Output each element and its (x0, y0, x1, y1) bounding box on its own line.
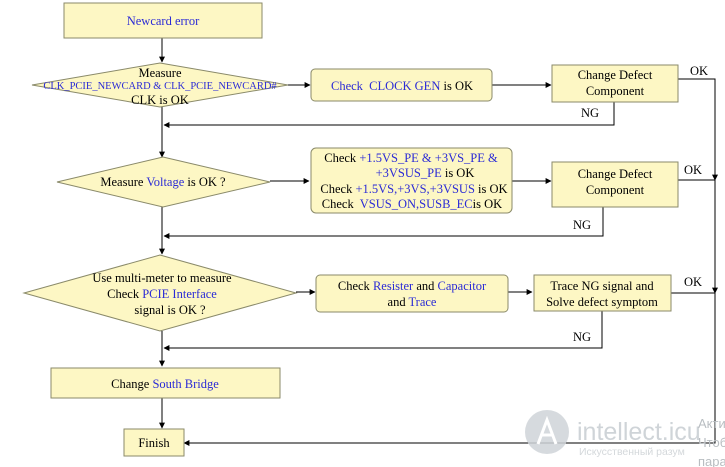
process-voltage-line1: Check +1.5VS_PE & +3VS_PE & (324, 151, 498, 165)
decision-voltage-node (56, 156, 271, 208)
watermark-logo (525, 410, 569, 454)
start-label: Newcard error (127, 14, 200, 28)
text-run: Check (338, 279, 373, 293)
text-run: is OK (473, 197, 503, 211)
text-run: +1.5VS_PE & +3VS_PE & (359, 151, 498, 165)
trace-ng-line2: Solve defect symptom (546, 295, 658, 309)
edge-c2-ok (678, 179, 718, 294)
process-resister-node (315, 274, 509, 313)
text-run: Component (586, 183, 645, 197)
finish-node (123, 428, 185, 457)
decision-pcie-line3: signal is OK ? (134, 303, 206, 317)
trace-ng-line1: Trace NG signal and (550, 279, 654, 293)
text-run: +1.5VS,+3VS,+3VSUS (355, 182, 474, 196)
change-defect-node-2 (551, 161, 679, 208)
text-run: is OK (475, 182, 508, 196)
text-run: Change Defect (578, 167, 653, 181)
text-run: Check (320, 182, 355, 196)
text-run: Measure (138, 66, 181, 80)
change-defect-2-line1: Change Defect (578, 167, 653, 181)
south-bridge-label: Change South Bridge (111, 377, 219, 391)
edge-c3-ok (183, 292, 716, 446)
process-clock-gen-node (310, 68, 493, 102)
process-voltage-line2: +3VSUS_PE is OK (376, 166, 475, 180)
text-run: VSUS_ON,SUSB_EC (360, 197, 473, 211)
nodes (22, 2, 679, 457)
decision-clock-node (31, 62, 289, 108)
change-defect-1-line1: Change Defect (578, 68, 653, 82)
watermark: intellect.icu Искусственный разум Акти Ч… (525, 410, 725, 467)
text-run: Solve defect symptom (546, 295, 658, 309)
change-defect-node-1 (551, 64, 679, 103)
text-run: Measure (100, 175, 146, 189)
decision-pcie-line1: Use multi-meter to measure (92, 271, 232, 285)
watermark-tagline: Искусственный разум (579, 446, 685, 458)
start-node (63, 2, 263, 39)
text-run: is OK ? (184, 175, 226, 189)
edge-label-ng-2: NG (573, 218, 591, 232)
text-run: Capacitor (438, 279, 487, 293)
text-run: Trace NG signal and (550, 279, 654, 293)
text-run: CLK is OK (131, 93, 189, 107)
text-run: and (388, 295, 409, 309)
text-run: Newcard error (127, 14, 200, 28)
edge-label-ok-2: OK (684, 163, 702, 177)
text-run: Resister (373, 279, 414, 293)
text-run: CLK_PCIE_NEWCARD & CLK_PCIE_NEWCARD# (43, 81, 277, 92)
text-run: Check (324, 151, 359, 165)
edge-label-ok-3: OK (684, 275, 702, 289)
text-run: Check CLOCK GEN (331, 79, 440, 93)
edges (159, 38, 718, 446)
decision-clock-label-2: CLK_PCIE_NEWCARD & CLK_PCIE_NEWCARD# (43, 81, 277, 92)
decision-clock-label-3: CLK is OK (131, 93, 189, 107)
edge-labels: OK NG OK NG OK NG (573, 64, 708, 344)
edge-c2-ng (163, 207, 604, 239)
watermark-brand: intellect.icu (577, 418, 701, 446)
edge-c1-ok (678, 78, 718, 181)
watermark-logo-mark-icon (536, 415, 558, 445)
edge-c1-ng (163, 102, 615, 128)
text-run: Change (111, 377, 152, 391)
decision-pcie-node (22, 254, 298, 332)
text-run: Check (107, 287, 142, 301)
decision-pcie-line2: Check PCIE Interface (107, 287, 217, 301)
process-voltage-node (310, 147, 513, 214)
process-resister-line2: and Trace (388, 295, 437, 309)
change-defect-1-line2: Component (586, 84, 645, 98)
process-voltage-line3: Check +1.5VS,+3VS,+3VSUS is OK (320, 182, 507, 196)
finish-label: Finish (138, 436, 170, 450)
text-run: is OK (440, 79, 473, 93)
text-run: Trace (408, 295, 436, 309)
text-run: +3VSUS_PE (376, 166, 442, 180)
node-texts: Newcard error Measure CLK_PCIE_NEWCARD &… (43, 14, 658, 450)
process-voltage-line4: Check VSUS_ON,SUSB_ECis OK (322, 197, 502, 211)
change-south-bridge-node (50, 367, 281, 399)
trace-ng-node (533, 274, 672, 312)
text-run: Change Defect (578, 68, 653, 82)
process-resister-line1: Check Resister and Capacitor (338, 279, 487, 293)
decision-voltage-label: Measure Voltage is OK ? (100, 175, 226, 189)
text-run: Component (586, 84, 645, 98)
change-defect-2-line2: Component (586, 183, 645, 197)
text-run: is OK (442, 166, 475, 180)
text-run: PCIE Interface (142, 287, 217, 301)
text-run: signal is OK ? (134, 303, 206, 317)
decision-clock-label-1: Measure (138, 66, 181, 80)
text-run: and (413, 279, 437, 293)
edge-label-ok-1: OK (690, 64, 708, 78)
edge-label-ng-1: NG (581, 106, 599, 120)
text-run: Use multi-meter to measure (92, 271, 232, 285)
text-run: Voltage (146, 175, 184, 189)
edge-label-ng-3: NG (573, 330, 591, 344)
process-clock-gen-label: Check CLOCK GEN is OK (331, 79, 473, 93)
text-run: South Bridge (152, 377, 219, 391)
edge-c3-ng (163, 311, 603, 351)
text-run: Finish (138, 436, 170, 450)
text-run: Check (322, 197, 360, 211)
watermark-edge-line-1: Акти (698, 416, 725, 431)
watermark-edge-line-3: пара (698, 454, 725, 467)
watermark-edge-line-2: Чтоб (698, 435, 725, 450)
